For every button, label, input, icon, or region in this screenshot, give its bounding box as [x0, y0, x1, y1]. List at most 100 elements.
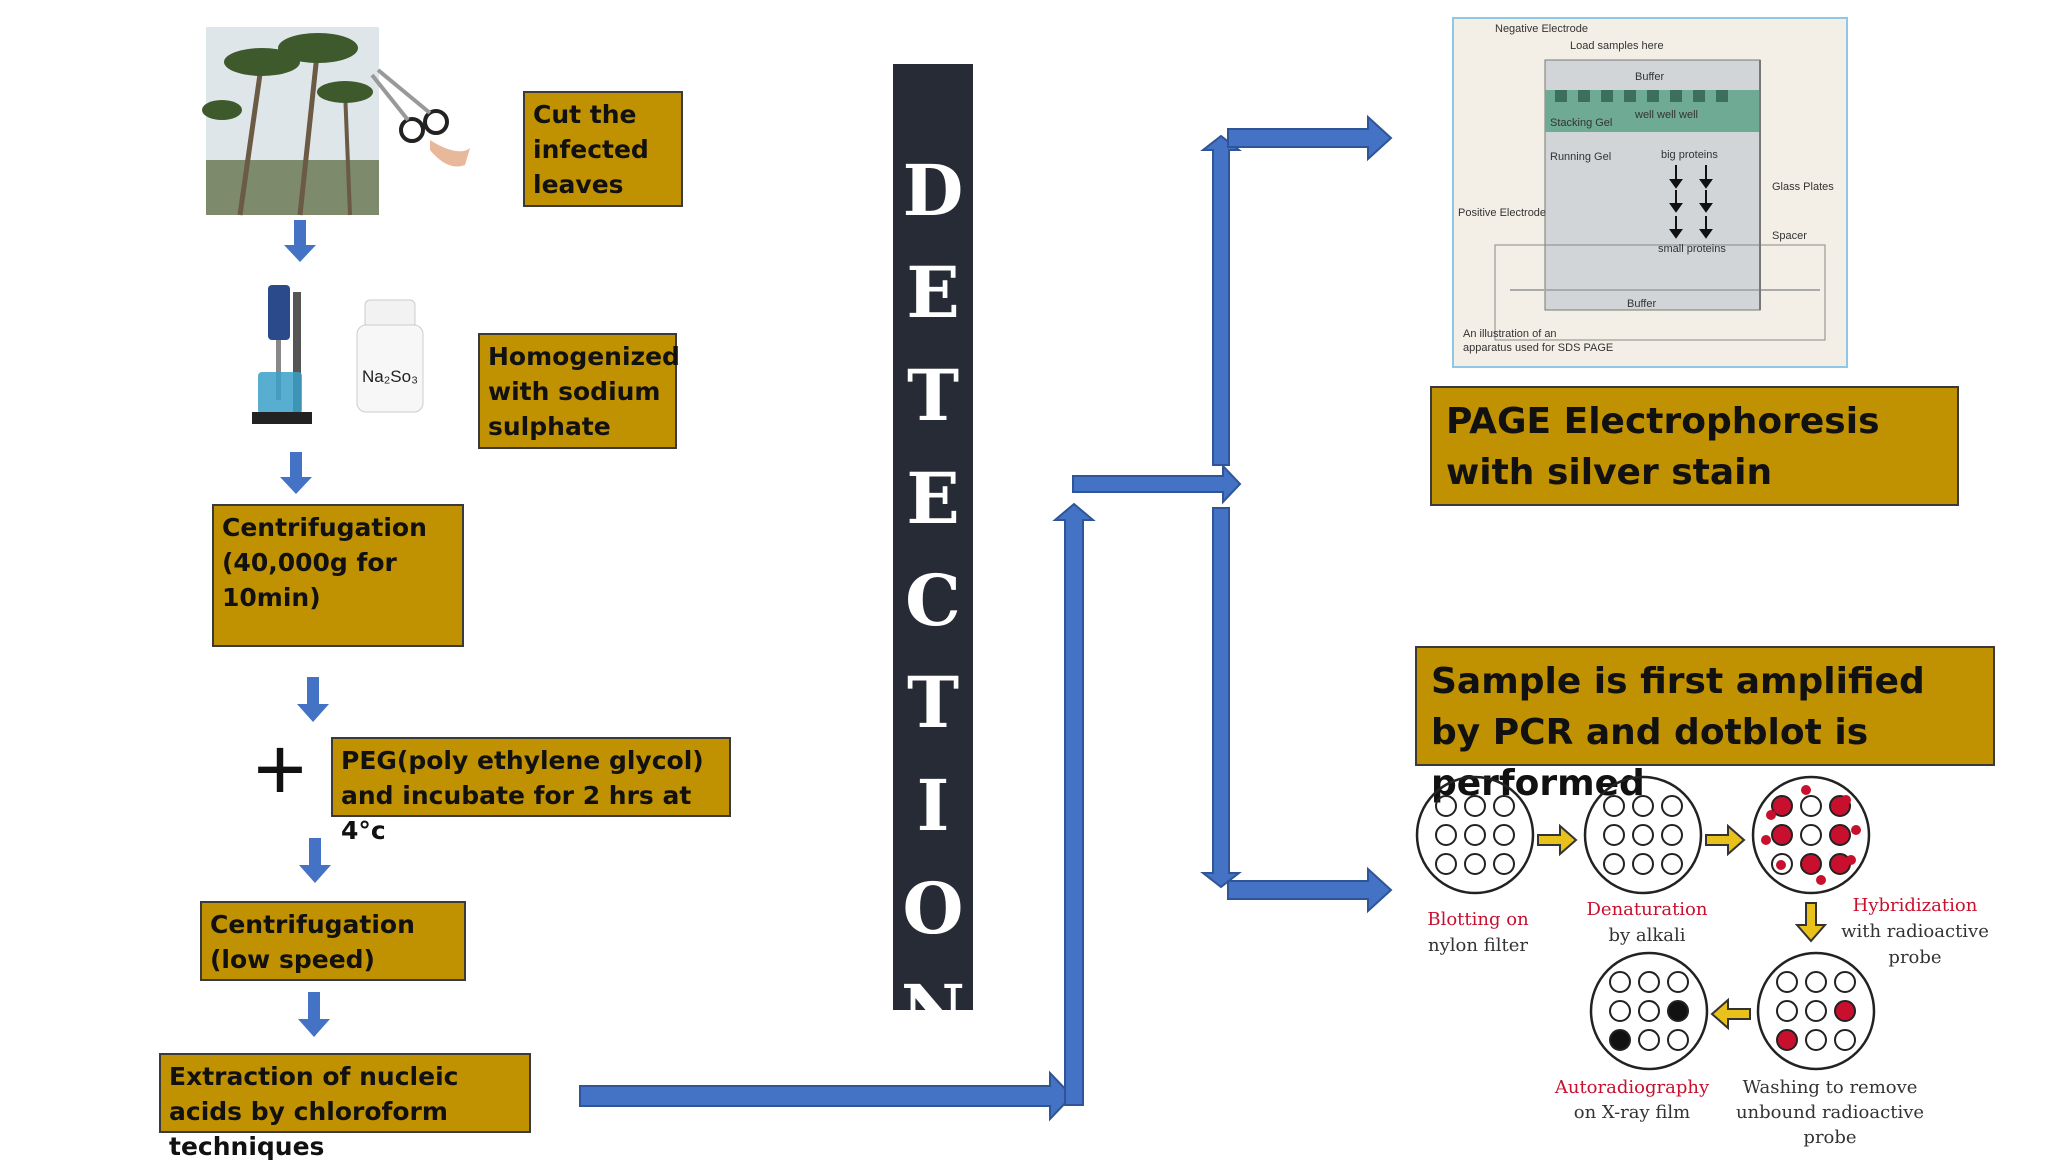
probe-speck	[1851, 825, 1861, 835]
blot-well	[1805, 1000, 1827, 1022]
flow-arrows-left	[280, 220, 331, 1037]
detection-letter: C	[905, 559, 961, 642]
probe-speck	[1846, 855, 1856, 865]
blot-well	[1834, 1029, 1856, 1051]
dotblot-blotting-2: nylon filter	[1428, 935, 1528, 956]
blot-well	[1661, 824, 1683, 846]
page-electrophoresis-box: PAGE Electrophoresis with silver stain	[1430, 386, 1959, 506]
blot-well	[1776, 1029, 1798, 1051]
step-centrifugation-1: Centrifugation (40,000g for 10min)	[212, 504, 464, 647]
blot-well	[1800, 824, 1822, 846]
blot-well	[1609, 971, 1631, 993]
blot-well	[1435, 824, 1457, 846]
blot-well	[1805, 971, 1827, 993]
pcr-dotblot-box: Sample is first amplified by PCR and dot…	[1415, 646, 1995, 804]
gel-wells: well well well	[1634, 109, 1698, 121]
dotblot-hybrid-1: Hybridization	[1853, 895, 1978, 916]
detection-banner: D E T E C T I O N	[893, 64, 973, 1052]
blot-well	[1603, 795, 1625, 817]
detection-letter: T	[906, 354, 960, 437]
probe-speck	[1801, 785, 1811, 795]
dotblot-hybrid-3: probe	[1888, 947, 1941, 968]
dotblot-auto-2: on X-ray film	[1574, 1102, 1690, 1123]
filter-autoradiography	[1589, 951, 1709, 1071]
reagent-label: Na₂So₃	[362, 367, 418, 386]
gel-stacking: Stacking Gel	[1550, 117, 1612, 129]
step-cut-leaves: Cut the infected leaves	[523, 91, 683, 207]
detection-letter: O	[902, 867, 964, 950]
right-arrow	[1227, 866, 1393, 914]
blot-well	[1667, 1029, 1689, 1051]
blot-well	[1667, 971, 1689, 993]
gel-caption-1: An illustration of an	[1463, 328, 1557, 340]
blot-well	[1834, 971, 1856, 993]
blot-well	[1638, 1029, 1660, 1051]
dotblot-auto-1: Autoradiography	[1554, 1077, 1710, 1098]
up-arrow	[1052, 502, 1096, 1106]
blot-well	[1632, 824, 1654, 846]
dotblot-illustration: Blotting on nylon filter Denaturation by…	[1415, 775, 1989, 1148]
blot-well	[1834, 1000, 1856, 1022]
blot-well	[1771, 795, 1793, 817]
gel-buffer-bottom: Buffer	[1627, 298, 1656, 310]
right-arrow	[1227, 114, 1393, 162]
gel-spacer: Spacer	[1772, 230, 1807, 242]
down-arrow	[297, 677, 329, 722]
blot-well	[1632, 795, 1654, 817]
detection-letter: T	[906, 661, 960, 744]
blot-well	[1493, 853, 1515, 875]
down-arrow	[299, 838, 331, 883]
gel-negative-electrode: Negative Electrode	[1495, 23, 1588, 35]
step-peg: PEG(poly ethylene glycol) and incubate f…	[331, 737, 731, 845]
blot-well	[1493, 795, 1515, 817]
filter-hybridization	[1751, 775, 1871, 895]
right-arrow	[579, 1070, 1074, 1122]
blot-well	[1800, 853, 1822, 875]
dotblot-blotting-1: Blotting on	[1427, 909, 1529, 930]
blot-well	[1609, 1000, 1631, 1022]
sds-page-illustration: Negative Electrode Load samples here Buf…	[1452, 17, 1848, 368]
blot-well	[1632, 853, 1654, 875]
probe-speck	[1761, 835, 1771, 845]
down-arrow	[1200, 507, 1242, 889]
blot-well	[1771, 824, 1793, 846]
gel-small-proteins: small proteins	[1658, 243, 1726, 255]
down-arrow	[1794, 902, 1828, 943]
dotblot-denat-1: Denaturation	[1587, 899, 1708, 920]
gel-positive-electrode: Positive Electrode	[1458, 207, 1546, 219]
dotblot-denat-2: by alkali	[1608, 925, 1685, 946]
blot-well	[1661, 795, 1683, 817]
connector-arrows	[579, 114, 1393, 1122]
detection-letter: E	[906, 251, 960, 334]
dotblot-wash-3: probe	[1803, 1127, 1856, 1148]
probe-speck	[1776, 860, 1786, 870]
dotblot-wash-2: unbound radioactive	[1736, 1102, 1924, 1123]
left-arrow	[1710, 997, 1751, 1031]
filter-washing	[1756, 951, 1876, 1071]
blot-well	[1638, 971, 1660, 993]
blot-well	[1800, 795, 1822, 817]
blot-well	[1464, 853, 1486, 875]
dotblot-hybrid-2: with radioactive	[1841, 921, 1989, 942]
dotblot-wash-1: Washing to remove	[1743, 1077, 1918, 1098]
filter-blotting	[1415, 775, 1535, 895]
gel-glass-plates: Glass Plates	[1772, 181, 1834, 193]
probe-speck	[1816, 875, 1826, 885]
down-arrow	[284, 220, 316, 262]
blot-well	[1603, 824, 1625, 846]
probe-speck	[1766, 810, 1776, 820]
gel-load-samples: Load samples here	[1570, 40, 1664, 52]
scissors-icon	[370, 68, 470, 167]
blot-well	[1609, 1029, 1631, 1051]
right-arrow	[1705, 823, 1746, 857]
probe-speck	[1841, 795, 1851, 805]
reagent-bottle-icon: Na₂So₃	[356, 299, 424, 413]
down-arrow	[298, 992, 330, 1037]
blot-well	[1776, 971, 1798, 993]
blot-well	[1661, 853, 1683, 875]
gel-caption-2: apparatus used for SDS PAGE	[1463, 342, 1613, 354]
homogenizer-icon	[252, 285, 312, 424]
gel-running: Running Gel	[1550, 151, 1611, 163]
blot-well	[1776, 1000, 1798, 1022]
